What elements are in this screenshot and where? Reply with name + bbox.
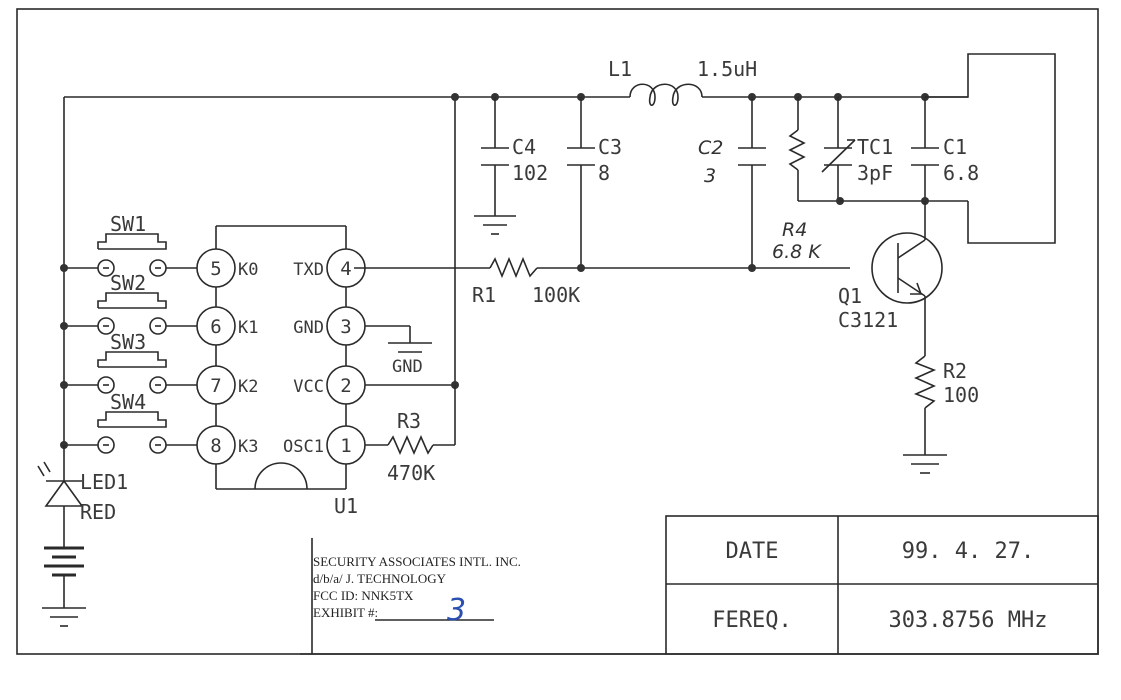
label-U1-ref: U1 <box>334 494 358 518</box>
pin-number: 3 <box>340 316 351 338</box>
stamp-exhibit-label: EXHIBIT #: <box>313 605 378 620</box>
capacitor-C3 <box>567 97 595 268</box>
label-Q1-ref: Q1 <box>838 284 862 308</box>
pin-name: K2 <box>238 377 258 397</box>
title-block <box>665 515 1099 655</box>
led-LED1 <box>37 445 84 548</box>
pin-name: K3 <box>238 437 258 457</box>
pin-number: 1 <box>340 435 351 457</box>
junction-dot <box>60 322 68 330</box>
label-L1-ref: L1 <box>608 57 632 81</box>
battery-symbol <box>44 546 84 608</box>
label-C1-ref: C1 <box>943 135 967 159</box>
resistor-R2 <box>913 355 937 455</box>
label-R2-value: 100 <box>943 383 979 407</box>
switch-SW2 <box>64 292 197 335</box>
label-gnd: GND <box>392 357 423 377</box>
junction-dot <box>60 264 68 272</box>
label-SW2: SW2 <box>110 271 146 295</box>
junction-dot <box>60 381 68 389</box>
label-C4-ref: C4 <box>512 135 536 159</box>
title-freq-label: FEREQ. <box>712 608 791 633</box>
label-C2-value: 3 <box>704 165 716 187</box>
stamp-dba: d/b/a/ J. TECHNOLOGY <box>313 571 447 586</box>
stamp-exhibit-number: 3 <box>447 593 466 628</box>
junction-dot <box>577 264 585 272</box>
label-TC1-ref: TC1 <box>857 135 893 159</box>
stamp-outline <box>300 538 666 655</box>
title-freq-value: 303.8756 MHz <box>889 608 1048 633</box>
label-R3-ref: R3 <box>397 409 421 433</box>
pin-number: 2 <box>340 375 351 397</box>
pin-number: 6 <box>210 316 221 338</box>
capacitor-C4 <box>481 97 509 216</box>
label-R4-value: 6.8 K <box>772 241 822 263</box>
label-R2-ref: R2 <box>943 359 967 383</box>
pin-name: OSC1 <box>283 437 324 457</box>
label-C3-ref: C3 <box>598 135 622 159</box>
inductor-L1 <box>629 83 703 107</box>
pin-name: K0 <box>238 260 258 280</box>
capacitor-C1 <box>840 97 968 202</box>
label-R4-ref: R4 <box>782 219 807 241</box>
label-C4-value: 102 <box>512 161 548 185</box>
label-TC1-value: 3pF <box>857 161 893 185</box>
label-C2-ref: C2 <box>698 137 723 159</box>
label-LED1-value: RED <box>80 500 116 524</box>
pin-number: 4 <box>340 258 351 280</box>
transistor-Q1 <box>871 201 943 356</box>
switch-SW1 <box>64 233 197 277</box>
title-date-label: DATE <box>726 539 779 564</box>
pin-name: K1 <box>238 318 258 338</box>
pin-number: 5 <box>210 258 221 280</box>
label-SW1: SW1 <box>110 212 146 236</box>
label-LED1-ref: LED1 <box>80 470 128 494</box>
label-C3-value: 8 <box>598 161 610 185</box>
ground-symbol-R2 <box>903 454 947 474</box>
ic-pin-4 <box>326 248 366 288</box>
label-L1-value: 1.5uH <box>697 57 757 81</box>
pin-name: TXD <box>293 260 324 280</box>
resistor-R3 <box>365 385 456 455</box>
trimmer-capacitor-TC1 <box>821 97 856 201</box>
capacitor-C2 <box>738 97 766 268</box>
ic-U1-body <box>215 225 347 490</box>
switch-SW4 <box>64 411 197 454</box>
label-Q1-value: C3121 <box>838 308 898 332</box>
label-SW4: SW4 <box>110 390 146 414</box>
pin-number: 8 <box>210 435 221 457</box>
label-R3-value: 470K <box>387 461 435 485</box>
label-R1-value: 100K <box>532 283 580 307</box>
label-R1-ref: R1 <box>472 283 496 307</box>
pin-number: 7 <box>210 375 221 397</box>
ground-symbol-C4 <box>474 215 516 235</box>
label-C1-value: 6.8 <box>943 161 979 185</box>
switch-SW3 <box>64 351 197 394</box>
ground-symbol-pin3 <box>365 325 432 344</box>
label-SW3: SW3 <box>110 330 146 354</box>
junction-dot <box>748 264 756 272</box>
resistor-R1 <box>354 256 850 279</box>
loop-antenna <box>925 53 1056 244</box>
resistor-R4 <box>788 97 840 202</box>
stamp-company: SECURITY ASSOCIATES INTL. INC. <box>313 554 521 569</box>
stamp-fcc-id: FCC ID: NNK5TX <box>313 588 414 603</box>
title-date-value: 99. 4. 27. <box>902 539 1034 564</box>
pin-name: VCC <box>293 377 324 397</box>
junction-dot <box>451 93 459 101</box>
pin-name: GND <box>293 318 324 338</box>
ground-symbol-battery <box>42 607 86 627</box>
